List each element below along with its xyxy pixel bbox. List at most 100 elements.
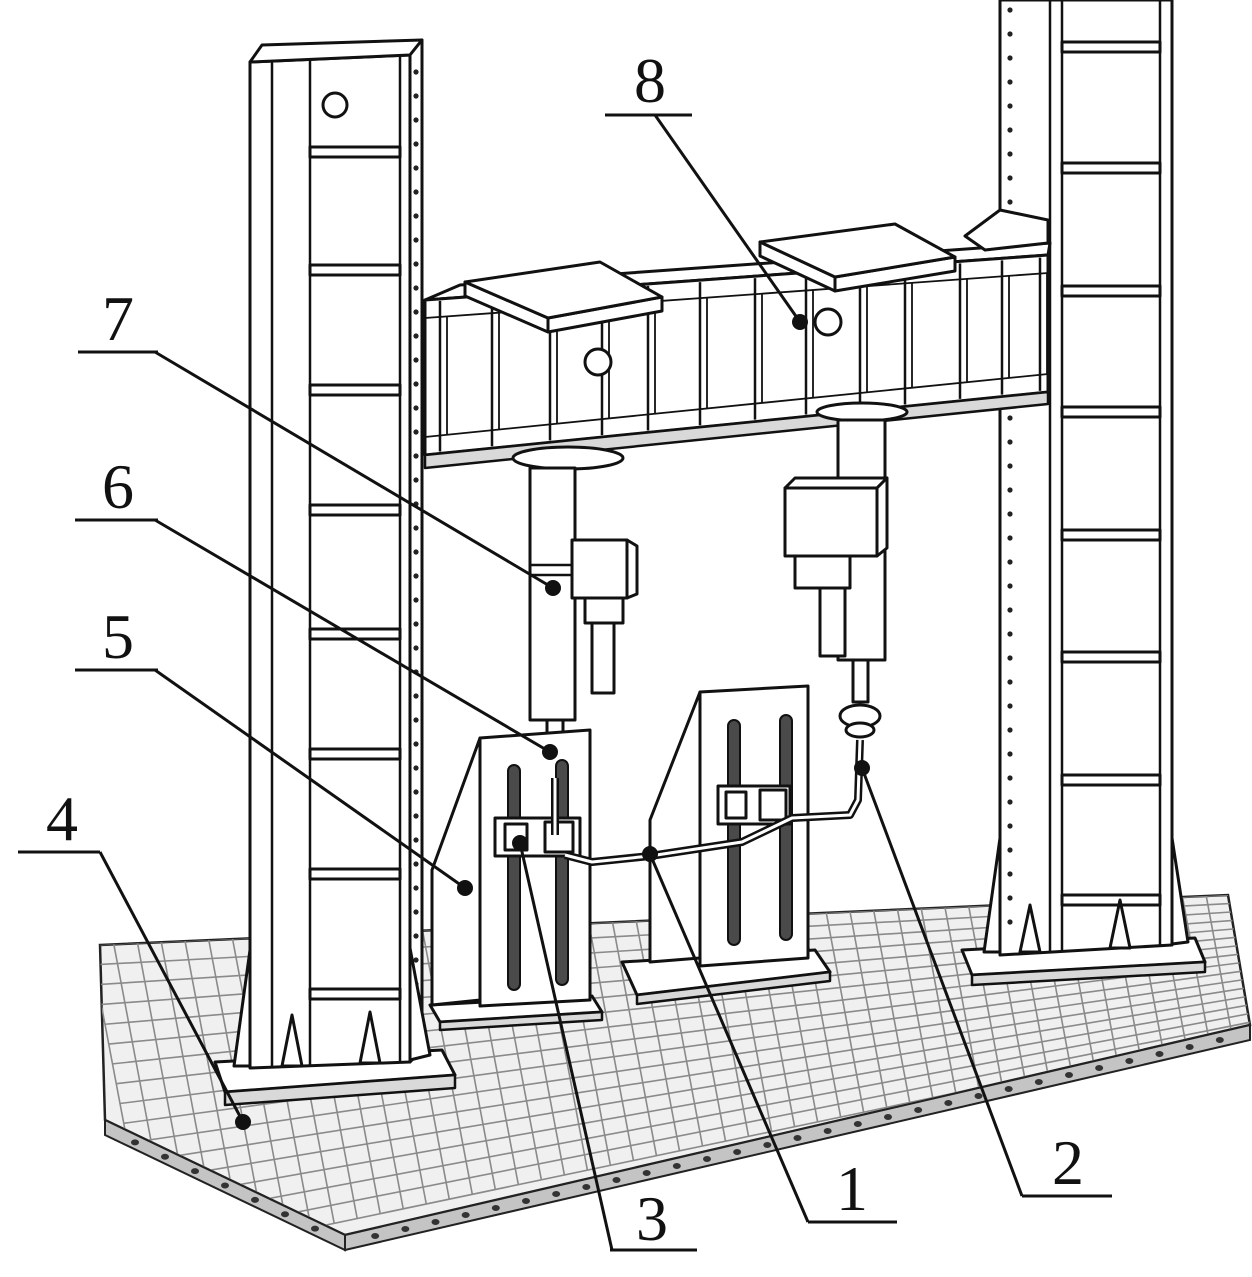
callout-dot-6 [542, 744, 558, 760]
platform-bolt [221, 1182, 229, 1189]
column-bolt-hole [1007, 703, 1013, 709]
column-bolt-hole [413, 453, 419, 459]
column-bolt-hole [1007, 799, 1013, 805]
platform-bolt [311, 1225, 319, 1232]
rung [308, 145, 402, 159]
left-column-gusset [408, 946, 432, 1062]
right-column-gusset [1170, 836, 1190, 946]
platform-bolt [281, 1211, 289, 1218]
left-actuator-mount-plate [511, 445, 625, 471]
crossbeam [423, 208, 1052, 470]
platform-bolt-row [131, 1037, 1224, 1239]
platform-bolt [1215, 1037, 1224, 1043]
platform-bolt [944, 1100, 953, 1106]
middle-support-clamp-block [758, 788, 788, 822]
right-column-base-edge [970, 960, 1207, 987]
column-bolt-hole [1007, 919, 1013, 925]
column-bolt-hole [413, 69, 419, 75]
callout-leader-4 [98, 851, 245, 1123]
crossbeam-flange-line [424, 373, 1049, 438]
column-bolt-hole [413, 885, 419, 891]
column-bolt-hole [1007, 79, 1013, 85]
platform-grid-line [849, 911, 888, 1108]
right-column-gusset [1108, 898, 1132, 950]
callouts: 8 7 6 5 4 3 1 2 [18, 45, 1112, 1254]
column-bolt-hole [413, 213, 419, 219]
platform-bolt [612, 1177, 621, 1183]
right-column-rungs [1060, 40, 1162, 907]
column-bolt-hole [1007, 751, 1013, 757]
left-column-bolt-holes [413, 69, 419, 1035]
left-column-base-edge [223, 1073, 457, 1107]
column-bolt-hole [413, 357, 419, 363]
column-bolt-hole [1007, 7, 1013, 13]
right-actuator-rod [851, 658, 870, 704]
right-column-body [998, 0, 1174, 957]
mounting-block-top [463, 260, 664, 320]
column-bolt-hole [1007, 463, 1013, 469]
column-bolt-hole [413, 405, 419, 411]
left-mounting-block [463, 260, 664, 334]
rung [1060, 528, 1162, 542]
column-bolt-hole [413, 381, 419, 387]
platform-bolt [552, 1191, 561, 1197]
column-bolt-hole [413, 525, 419, 531]
platform-bolt [793, 1135, 802, 1141]
column-bolt-hole [1007, 655, 1013, 661]
callout-dot-2 [854, 760, 870, 776]
callout-label-3: 3 [636, 1183, 668, 1254]
column-bolt-hole [1007, 199, 1013, 205]
left-support-slot [507, 764, 521, 991]
column-bolt-hole [1007, 127, 1013, 133]
platform-bolt [131, 1139, 139, 1146]
column-bolt-hole [1007, 895, 1013, 901]
callout-leader-6 [154, 518, 551, 754]
column-bolt-hole [413, 837, 419, 843]
column-bolt-hole [1007, 439, 1013, 445]
column-bolt-hole [413, 285, 419, 291]
callout-dot-3 [512, 835, 528, 851]
platform-bolt [642, 1170, 651, 1176]
right-column-gusset [982, 836, 1002, 954]
platform-bolt [1034, 1079, 1043, 1085]
platform-bolt [461, 1212, 470, 1218]
right-actuator-valve-body [818, 586, 847, 658]
mounting-block-top [758, 222, 957, 279]
column-bolt-hole [413, 909, 419, 915]
column-bolt-hole [413, 861, 419, 867]
column-bolt-hole [1007, 727, 1013, 733]
column-bolt-hole [1007, 631, 1013, 637]
left-support-front-plate [478, 728, 592, 1008]
callout-leader-7 [154, 350, 554, 590]
platform-bolt [491, 1205, 500, 1211]
left-column-rungs [308, 145, 402, 1001]
column-bolt-hole [1007, 607, 1013, 613]
callout-label-7: 7 [102, 283, 134, 354]
callout-label-8: 8 [634, 45, 666, 116]
platform-bolt [401, 1226, 410, 1232]
rung [1060, 161, 1162, 175]
column-bolt-hole [1007, 535, 1013, 541]
column-bolt-hole [413, 621, 419, 627]
column-bolt-hole [413, 189, 419, 195]
left-support-block [428, 728, 604, 1032]
rung [1060, 650, 1162, 664]
platform-bolt [733, 1149, 742, 1155]
platform-bolt [823, 1128, 832, 1134]
platform-bolt [191, 1168, 199, 1175]
callout-leader-8 [653, 114, 802, 323]
callout-dot-1 [642, 846, 658, 862]
callout-dot-4 [235, 1114, 251, 1130]
rung [1060, 773, 1162, 787]
column-bolt-hole [413, 549, 419, 555]
right-actuator-servo-valve [783, 486, 879, 558]
column-bolt-hole [413, 429, 419, 435]
platform-bolt [974, 1093, 983, 1099]
middle-support-slot [779, 714, 793, 941]
rung [308, 503, 402, 517]
platform-grid-line [896, 909, 934, 1098]
callout-label-6: 6 [102, 451, 134, 522]
column-bolt-hole [413, 93, 419, 99]
left-column-gusset [358, 1010, 382, 1065]
